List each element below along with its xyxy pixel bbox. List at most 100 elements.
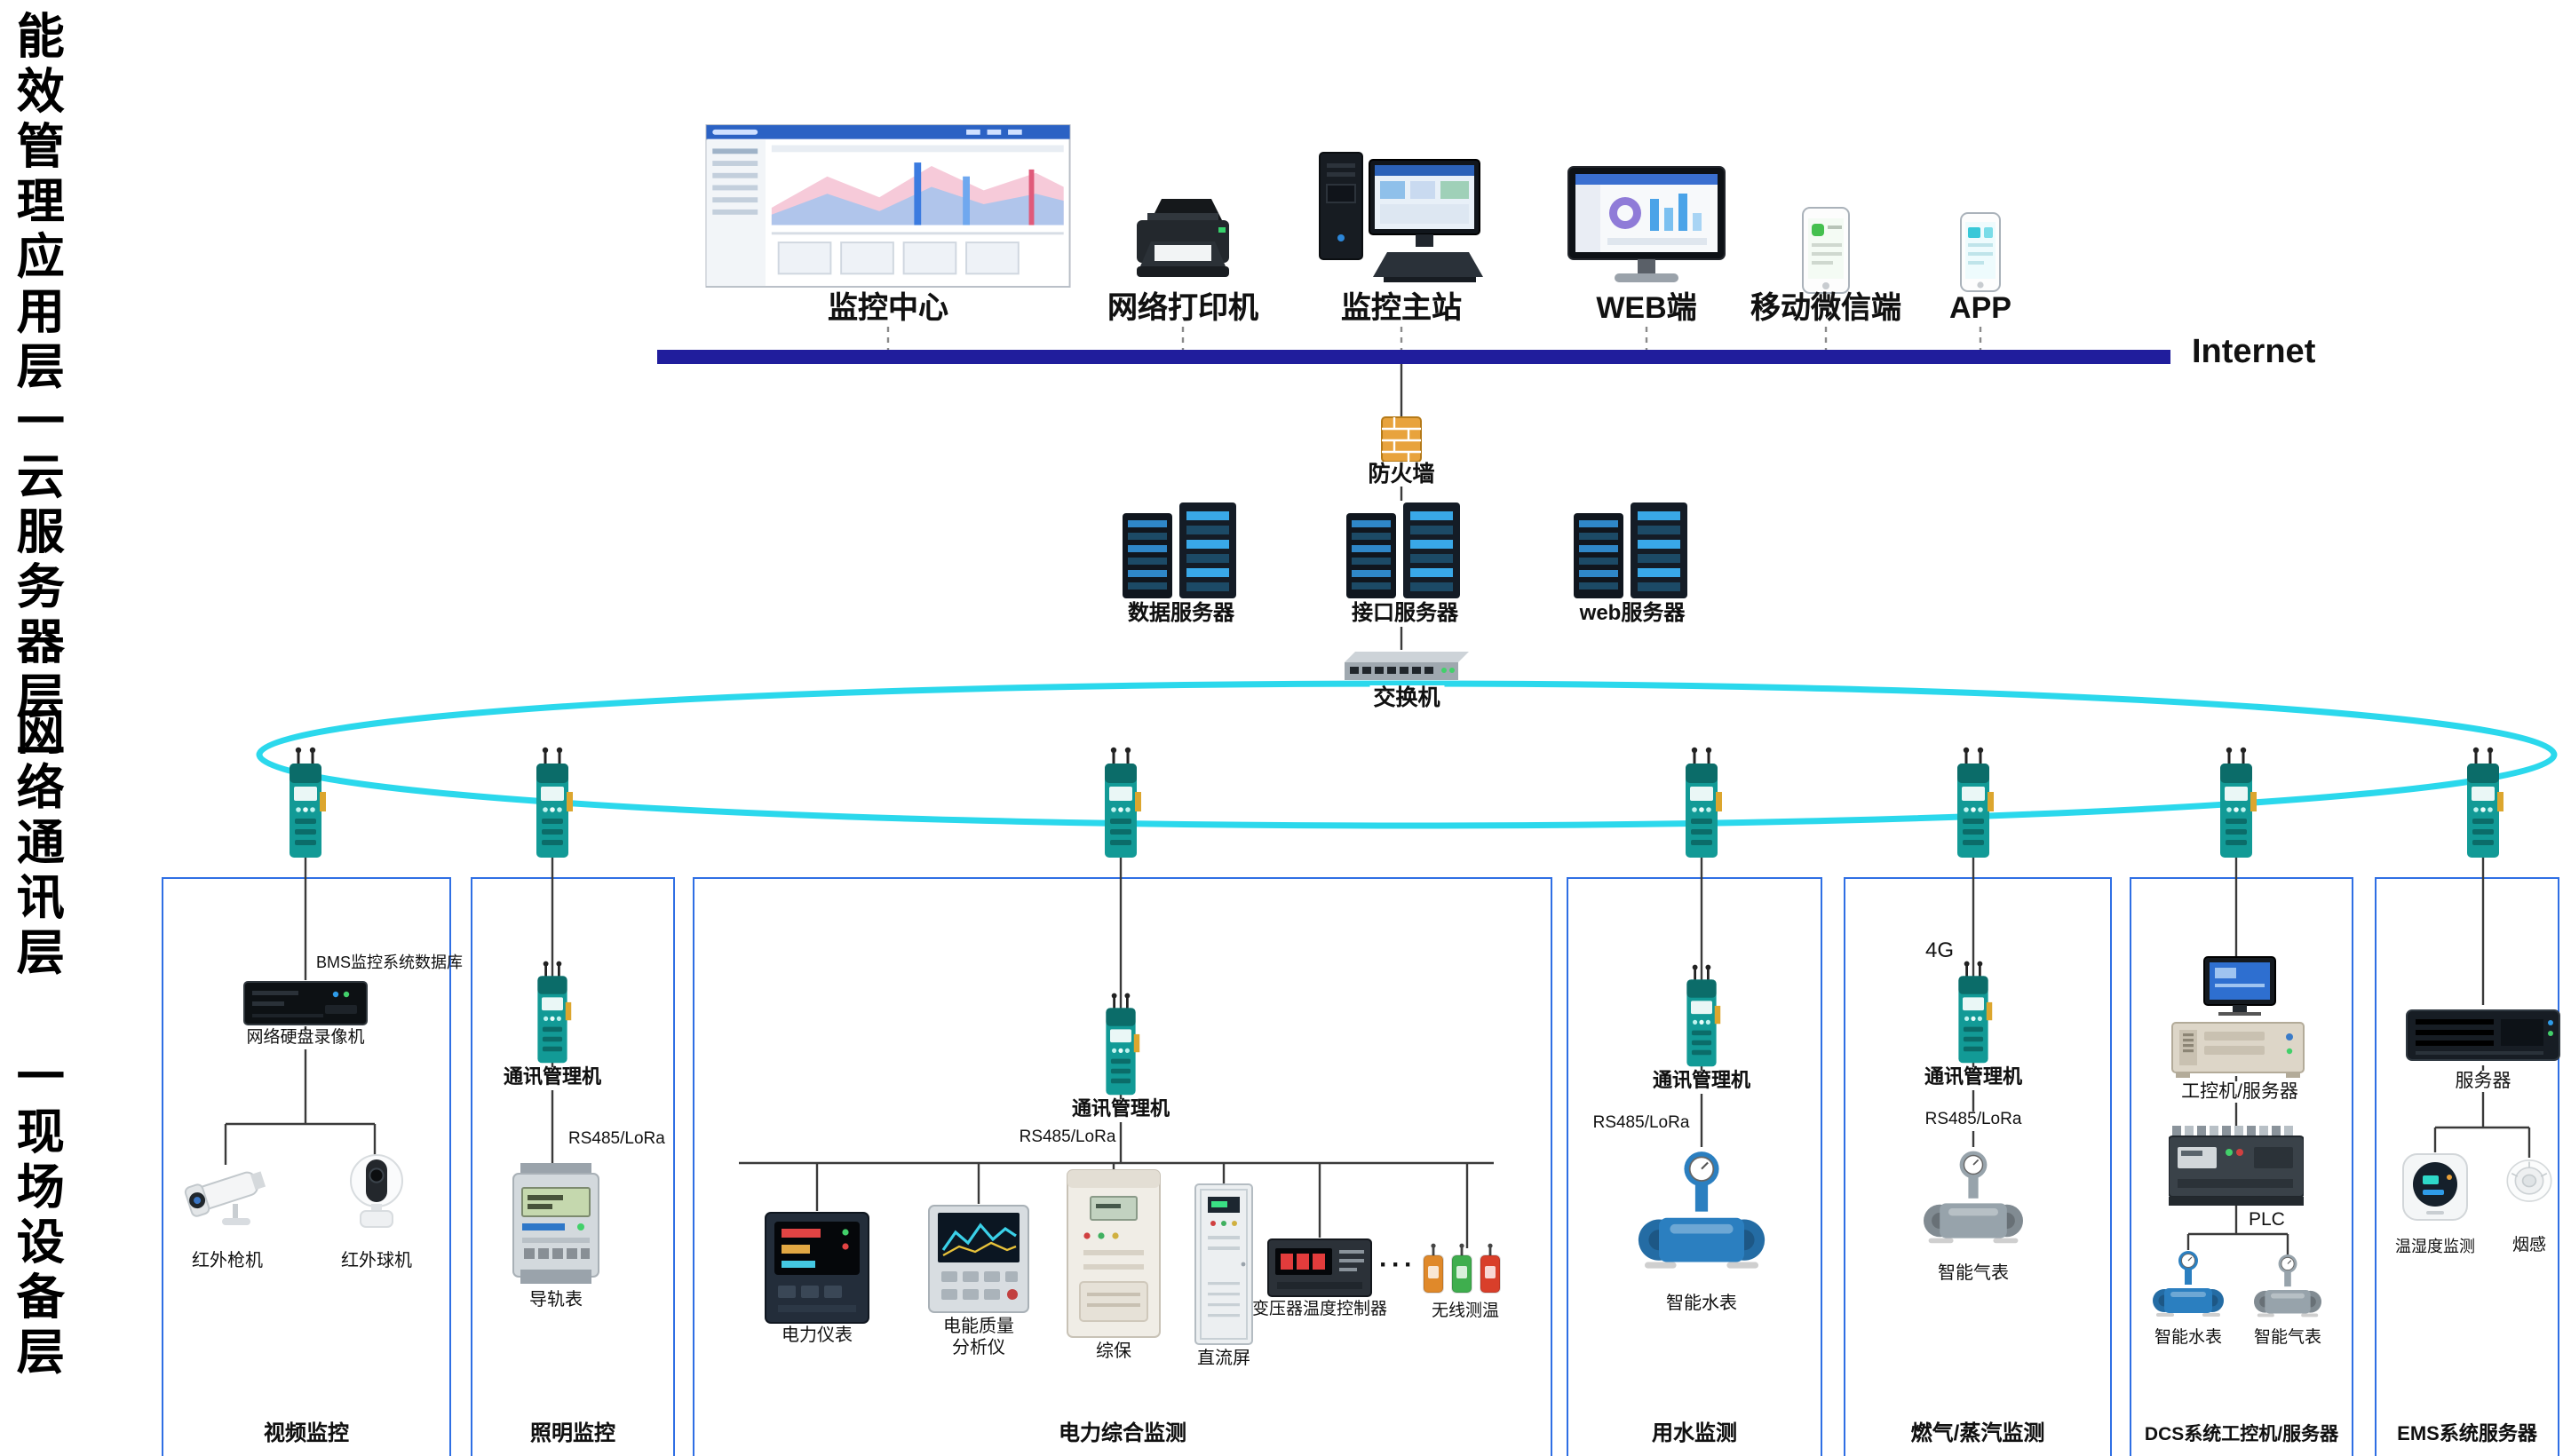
gas-meter-icon — [1924, 1145, 2023, 1259]
smoke-detector-label: 烟感 — [2511, 1236, 2547, 1255]
wireless-temp-sensor-icon-1 — [1421, 1243, 1446, 1296]
ring-gateway-icon-2 — [529, 746, 575, 859]
zone-title: 用水监测 — [1651, 1420, 1738, 1445]
data-server-label: 数据服务器 — [1127, 600, 1235, 625]
network-printer-icon — [1126, 195, 1240, 291]
web-terminal-monitor-icon — [1565, 163, 1728, 295]
switch-label: 交换机 — [1369, 685, 1444, 711]
power-quality-analyzer-icon — [927, 1204, 1030, 1314]
monitoring-center-screen-icon — [705, 124, 1071, 288]
bullet-camera-label: 红外枪机 — [192, 1252, 263, 1271]
interface-server-label: 接口服务器 — [1347, 600, 1463, 627]
ring-network-ellipse — [256, 680, 2558, 829]
video-zone-tree — [224, 1026, 377, 1165]
power-meter-icon — [764, 1211, 870, 1325]
firewall-label: 防火墙 — [1364, 462, 1439, 487]
comm-gateway-icon-water — [1680, 962, 1723, 1069]
monitoring-center-label: 监控中心 — [828, 291, 948, 325]
layer-label-network: 网络通讯层 — [9, 707, 63, 982]
layer-label-field: 一现场设备层 — [9, 1051, 63, 1381]
network-switch-icon — [1345, 650, 1469, 682]
ems-zone-tree — [2433, 1065, 2531, 1158]
comm-gateway-label: 通讯管理机 — [500, 1067, 605, 1090]
water-meter-icon — [1638, 1145, 1766, 1287]
wireless-temp-sensor-icon-3 — [1478, 1243, 1503, 1296]
plc-label: PLC — [2249, 1209, 2285, 1230]
ring-gateway-icon-5 — [1950, 746, 1996, 859]
water-meter-small-icon — [2153, 1246, 2224, 1328]
industrial-pc-icon — [2169, 955, 2307, 1080]
gateway-drop-lines — [304, 856, 2485, 1165]
ring-gateway-icon-6 — [2213, 746, 2259, 859]
dc-panel-icon — [1194, 1183, 1254, 1346]
zone-title: 电力综合监测 — [1058, 1420, 1187, 1445]
zone-title: EMS系统服务器 — [2397, 1424, 2537, 1445]
net-4g-label: 4G — [1924, 938, 1955, 962]
app-label: APP — [1949, 291, 2012, 325]
interface-server-icon — [1343, 499, 1467, 602]
nvr-icon — [243, 980, 368, 1028]
top-dashed-connectors — [886, 327, 1982, 350]
dome-camera-icon — [345, 1151, 409, 1239]
protection-relay-icon — [1066, 1168, 1162, 1339]
ring-gateway-icon-3 — [1098, 746, 1144, 859]
transformer-temp-controller-label: 变压器温度控制器 — [1251, 1300, 1388, 1319]
data-server-icon — [1119, 499, 1243, 602]
comm-gateway-label: 通讯管理机 — [1649, 1071, 1754, 1094]
dc-panel-label: 直流屏 — [1197, 1349, 1250, 1369]
water-meter-small-label: 智能水表 — [2154, 1328, 2223, 1348]
nvr-label: 网络硬盘录像机 — [242, 1028, 369, 1049]
zone-title: 燃气/蒸汽监测 — [1910, 1420, 2045, 1445]
web-server-icon — [1570, 499, 1694, 602]
ems-server-icon — [2405, 1005, 2561, 1065]
gas-meter-label: 智能气表 — [1938, 1264, 2009, 1284]
bus-label: RS485/LoRa — [1921, 1110, 2026, 1131]
dome-camera-label: 红外球机 — [341, 1252, 412, 1271]
industrial-pc-label: 工控机/服务器 — [2178, 1081, 2302, 1104]
comm-gateway-label: 通讯管理机 — [1068, 1099, 1173, 1122]
wechat-phone-icon — [1799, 206, 1853, 295]
temp-humidity-sensor-icon — [2400, 1151, 2471, 1225]
firewall-icon — [1380, 410, 1423, 463]
zone-power-monitoring: 电力综合监测 — [693, 877, 1552, 1456]
bus-label: RS485/LoRa — [1015, 1128, 1120, 1149]
app-phone-icon — [1957, 211, 2004, 293]
internet-backbone-bar — [657, 350, 2170, 364]
wireless-temp-sensor-icon-2 — [1449, 1243, 1474, 1296]
power-quality-analyzer-label: 电能质量分析仪 — [943, 1318, 1014, 1357]
ring-gateway-icon-7 — [2460, 746, 2506, 859]
comm-gateway-label: 通讯管理机 — [1921, 1067, 2026, 1090]
internet-label: Internet — [2192, 334, 2316, 371]
network-printer-label: 网络打印机 — [1107, 291, 1258, 325]
comm-gateway-icon-power — [1099, 991, 1142, 1097]
ring-gateway-icon-1 — [282, 746, 329, 859]
comm-gateway-icon-gas — [1952, 959, 1995, 1065]
monitoring-master-station-icon — [1316, 149, 1487, 291]
din-rail-meter-icon — [510, 1163, 602, 1287]
wechat-terminal-label: 移动微信端 — [1750, 291, 1901, 325]
zone-title: 视频监控 — [263, 1420, 350, 1445]
web-server-label: web服务器 — [1579, 600, 1686, 625]
power-meter-label: 电力仪表 — [782, 1326, 853, 1346]
ring-gateway-icon-4 — [1678, 746, 1725, 859]
gas-meter-small-icon — [2254, 1250, 2321, 1328]
transformer-temp-controller-icon — [1266, 1238, 1373, 1298]
din-rail-meter-label: 导轨表 — [529, 1291, 583, 1310]
gas-meter-small-label: 智能气表 — [2253, 1328, 2322, 1348]
power-zone-bus — [739, 1161, 1494, 1248]
layer-label-app-cloud: 能效管理应用层一云服务器层一 — [9, 11, 63, 781]
wireless-temp-label: 无线测温 — [1431, 1302, 1500, 1321]
ems-server-label: 服务器 — [2451, 1071, 2515, 1093]
web-terminal-label: WEB端 — [1596, 291, 1697, 325]
water-meter-label: 智能水表 — [1666, 1294, 1737, 1314]
bus-label: RS485/LoRa — [565, 1129, 669, 1151]
bms-database-label: BMS监控系统数据库 — [316, 954, 464, 971]
master-station-label: 监控主站 — [1341, 291, 1462, 325]
ellipsis-dots: ··· — [1379, 1250, 1416, 1280]
bus-label: RS485/LoRa — [1589, 1113, 1694, 1135]
zone-title: 照明监控 — [529, 1420, 616, 1445]
bullet-camera-icon — [183, 1158, 272, 1232]
plc-icon — [2169, 1126, 2304, 1207]
